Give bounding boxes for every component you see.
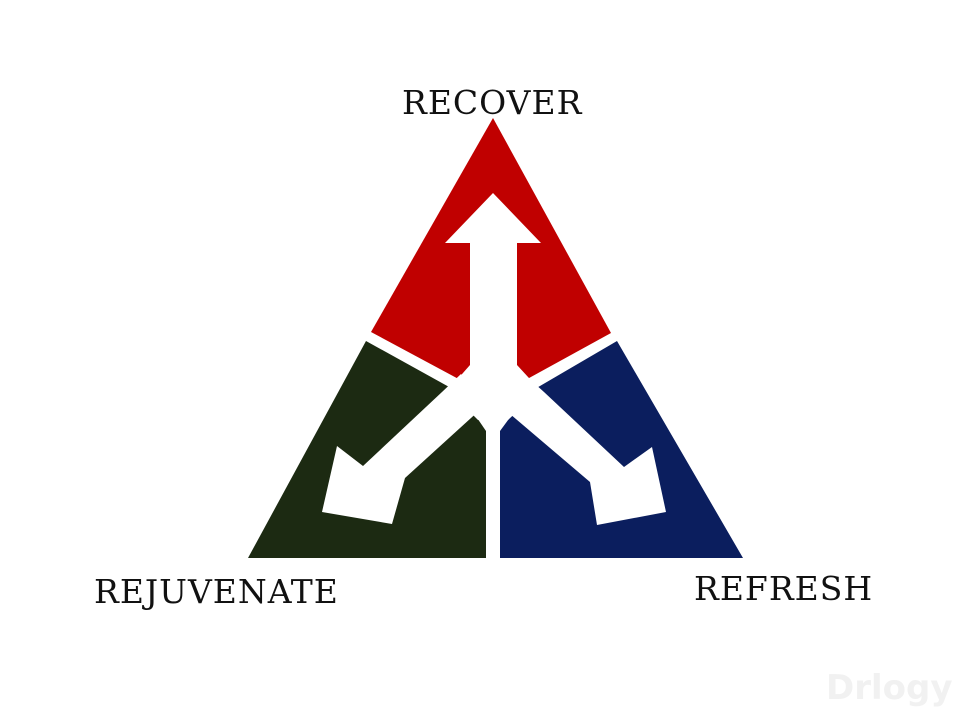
- refresh-label: REFRESH: [694, 569, 874, 608]
- arrow-hub: [448, 365, 540, 420]
- watermark: Drlogy: [826, 668, 953, 708]
- arrow-down-right-icon: [503, 374, 666, 525]
- recover-label: RECOVER: [402, 83, 583, 122]
- arrows-group: [322, 193, 666, 525]
- refresh-segment: [500, 341, 743, 558]
- arrow-up-icon: [445, 193, 541, 383]
- rejuvenate-label: REJUVENATE: [94, 572, 339, 611]
- rejuvenate-segment: [248, 341, 486, 558]
- arrow-down-left-icon: [322, 374, 482, 524]
